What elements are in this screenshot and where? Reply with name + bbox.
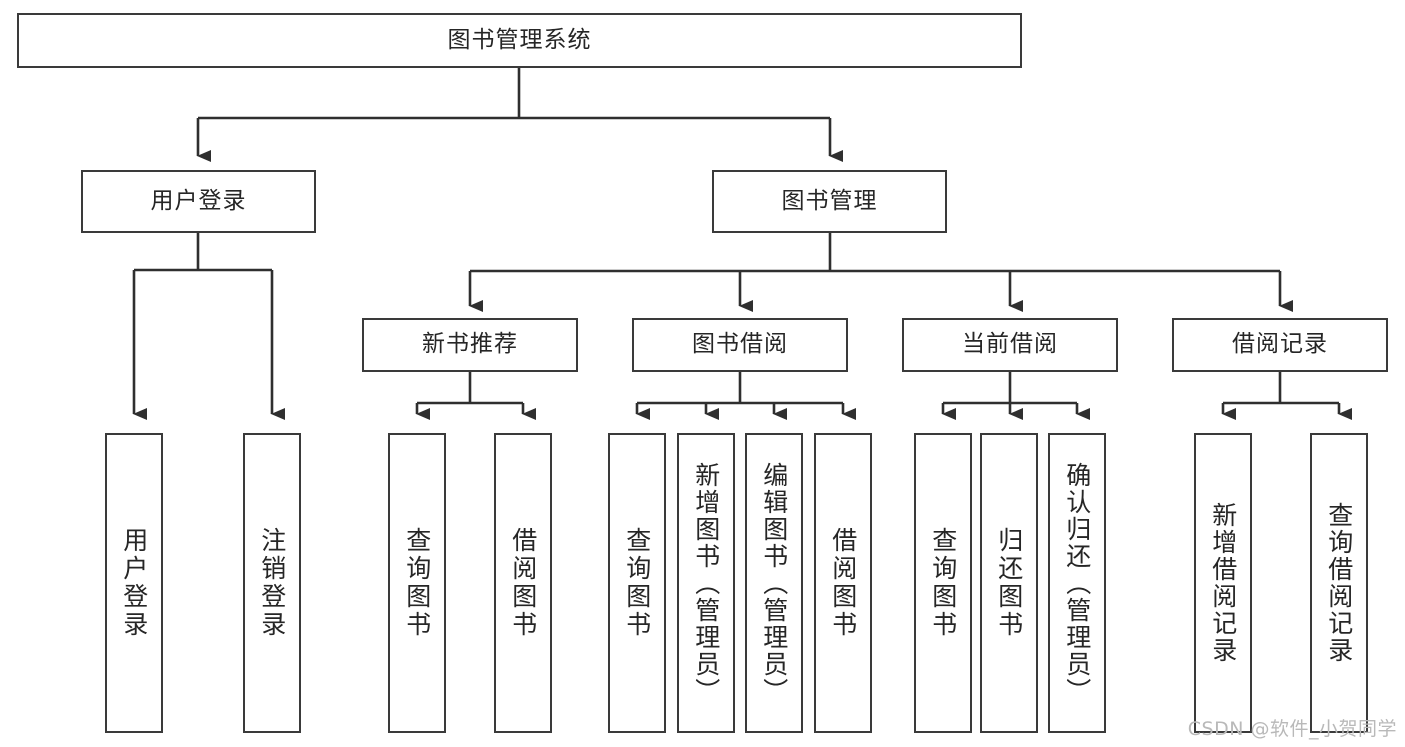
leaf-add-book-admin-label: 新增图书（管理员） [691,461,721,705]
watermark: CSDN @软件_小贺同学 [1187,718,1397,740]
leaf-edit-book-admin-label: 编辑图书（管理员） [759,461,789,705]
leaf-query-book-current-label: 查询图书 [928,527,958,639]
leaf-user-login-label: 用户登录 [119,527,149,639]
node-current-borrow[interactable]: 当前借阅 [902,318,1118,372]
node-new-book-recommend[interactable]: 新书推荐 [362,318,578,372]
node-borrow-records[interactable]: 借阅记录 [1172,318,1388,372]
leaf-confirm-return-admin-label: 确认归还（管理员） [1062,461,1092,705]
leaf-return-book[interactable]: 归还图书 [980,433,1038,733]
node-root[interactable]: 图书管理系统 [17,13,1022,68]
leaf-query-borrow-record-label: 查询借阅记录 [1324,502,1354,664]
leaf-borrow-book-borrow[interactable]: 借阅图书 [814,433,872,733]
leaf-edit-book-admin[interactable]: 编辑图书（管理员） [745,433,803,733]
leaf-query-borrow-record[interactable]: 查询借阅记录 [1310,433,1368,733]
node-book-borrow[interactable]: 图书借阅 [632,318,848,372]
leaf-logout[interactable]: 注销登录 [243,433,301,733]
leaf-borrow-book-newbook[interactable]: 借阅图书 [494,433,552,733]
leaf-query-book-current[interactable]: 查询图书 [914,433,972,733]
node-current-borrow-label: 当前借阅 [962,331,1058,358]
node-new-book-recommend-label: 新书推荐 [422,331,518,358]
leaf-add-borrow-record-label: 新增借阅记录 [1208,502,1238,664]
leaf-borrow-book-newbook-label: 借阅图书 [508,527,538,639]
node-book-management-label: 图书管理 [781,187,878,214]
node-borrow-records-label: 借阅记录 [1232,331,1328,358]
leaf-query-book-borrow-label: 查询图书 [622,527,652,639]
node-book-borrow-label: 图书借阅 [692,331,788,358]
leaf-add-book-admin[interactable]: 新增图书（管理员） [677,433,735,733]
leaf-query-book-borrow[interactable]: 查询图书 [608,433,666,733]
node-user-login[interactable]: 用户登录 [81,170,316,233]
leaf-user-login[interactable]: 用户登录 [105,433,163,733]
leaf-borrow-book-borrow-label: 借阅图书 [828,527,858,639]
leaf-return-book-label: 归还图书 [994,527,1024,639]
leaf-logout-label: 注销登录 [257,527,287,639]
node-root-label: 图书管理系统 [447,26,592,53]
leaf-query-book-newbook[interactable]: 查询图书 [388,433,446,733]
leaf-confirm-return-admin[interactable]: 确认归还（管理员） [1048,433,1106,733]
node-user-login-label: 用户登录 [150,187,247,214]
node-book-management[interactable]: 图书管理 [712,170,947,233]
leaf-add-borrow-record[interactable]: 新增借阅记录 [1194,433,1252,733]
leaf-query-book-newbook-label: 查询图书 [402,527,432,639]
